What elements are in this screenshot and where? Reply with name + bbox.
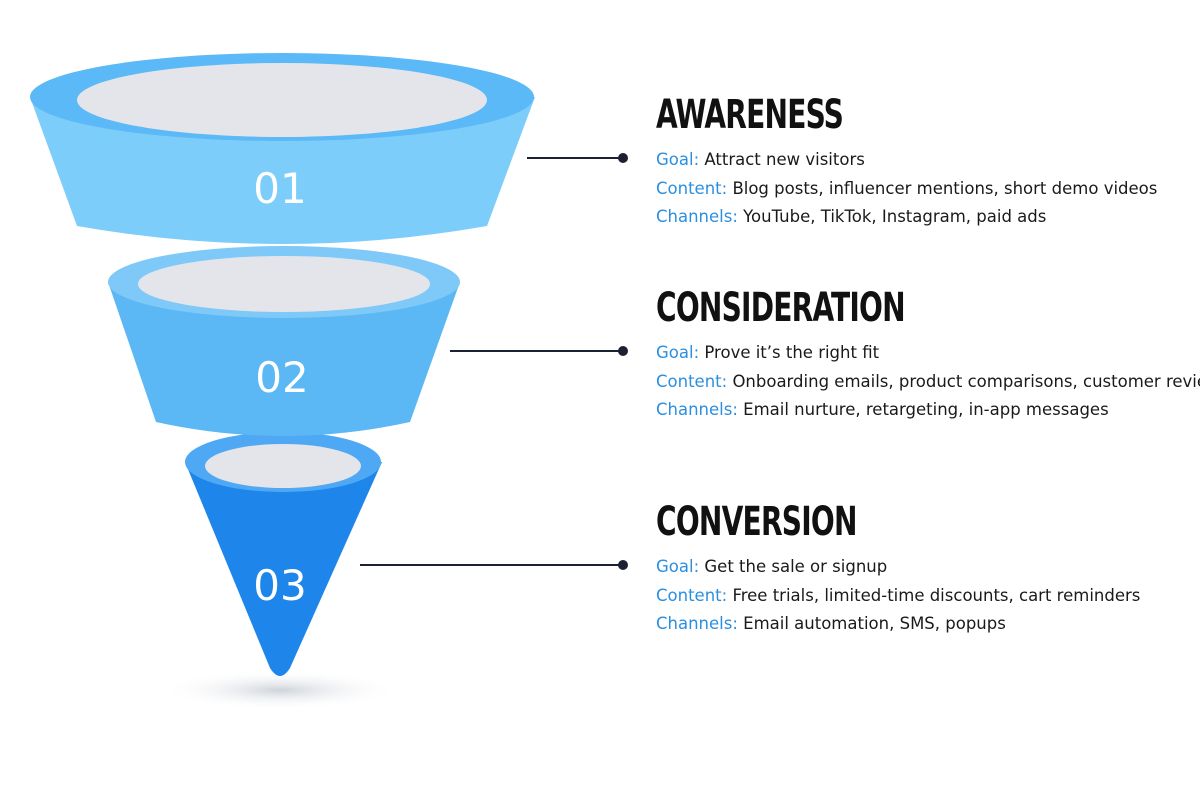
stage-2-goal: Goal: Prove it’s the right fit: [656, 339, 1196, 368]
goal-text: Prove it’s the right fit: [704, 343, 880, 362]
stage-2-channels: Channels: Email nurture, retargeting, in…: [656, 396, 1196, 425]
channels-label: Channels:: [656, 400, 738, 419]
stage-1-content: Content: Blog posts, influencer mentions…: [656, 175, 1196, 204]
funnel-stage-1-opening: [77, 63, 487, 137]
content-label: Content:: [656, 178, 728, 198]
stage-2-description: CONSIDERATION Goal: Prove it’s the right…: [656, 285, 1200, 425]
connector-3: [360, 560, 628, 570]
stage-3-content: Content: Free trials, limited-time disco…: [656, 582, 1196, 611]
funnel-stage-1-number: 01: [253, 164, 306, 213]
channels-label: Channels:: [656, 614, 738, 633]
content-label: Content:: [656, 371, 728, 391]
funnel-stage-3-body: [185, 462, 382, 676]
goal-text: Get the sale or signup: [704, 557, 888, 576]
content-text: Free trials, limited-time discounts, car…: [732, 585, 1141, 605]
funnel-stage-3-opening: [205, 444, 361, 488]
funnel-stage-3: 03: [185, 432, 382, 676]
funnel-stage-3-number: 03: [253, 561, 306, 610]
channels-text: Email nurture, retargeting, in-app messa…: [743, 400, 1109, 419]
funnel-stage-1: 01: [30, 53, 535, 244]
funnel-shadow: [160, 670, 400, 710]
funnel-stage-2: 02: [108, 246, 460, 436]
funnel-stage-2-body: [108, 282, 460, 436]
goal-label: Goal:: [656, 557, 700, 576]
stage-1-channels: Channels: YouTube, TikTok, Instagram, pa…: [656, 203, 1196, 232]
stage-3-title: CONVERSION: [656, 499, 857, 545]
channels-text: YouTube, TikTok, Instagram, paid ads: [743, 207, 1047, 226]
stage-3-description: CONVERSION Goal: Get the sale or signup …: [656, 499, 1196, 639]
channels-label: Channels:: [656, 207, 738, 226]
connector-2-dot: [618, 346, 628, 356]
stage-2-title: CONSIDERATION: [656, 285, 906, 331]
channels-text: Email automation, SMS, popups: [743, 614, 1006, 633]
stage-1-title: AWARENESS: [656, 92, 844, 138]
funnel-stage-2-number: 02: [255, 353, 308, 402]
goal-label: Goal:: [656, 343, 700, 362]
stage-3-channels: Channels: Email automation, SMS, popups: [656, 610, 1196, 639]
stage-1-description: AWARENESS Goal: Attract new visitors Con…: [656, 92, 1196, 232]
stage-2-content: Content: Onboarding emails, product comp…: [656, 368, 1200, 397]
connector-2: [450, 346, 628, 356]
goal-label: Goal:: [656, 150, 700, 169]
stage-3-goal: Goal: Get the sale or signup: [656, 553, 1196, 582]
connector-3-dot: [618, 560, 628, 570]
funnel-stage-2-opening: [138, 256, 430, 312]
connector-1: [527, 153, 628, 163]
goal-text: Attract new visitors: [704, 150, 865, 169]
content-text: Blog posts, influencer mentions, short d…: [732, 178, 1158, 198]
content-text: Onboarding emails, product comparisons, …: [732, 371, 1200, 391]
stage-1-goal: Goal: Attract new visitors: [656, 146, 1196, 175]
content-label: Content:: [656, 585, 728, 605]
connector-1-dot: [618, 153, 628, 163]
